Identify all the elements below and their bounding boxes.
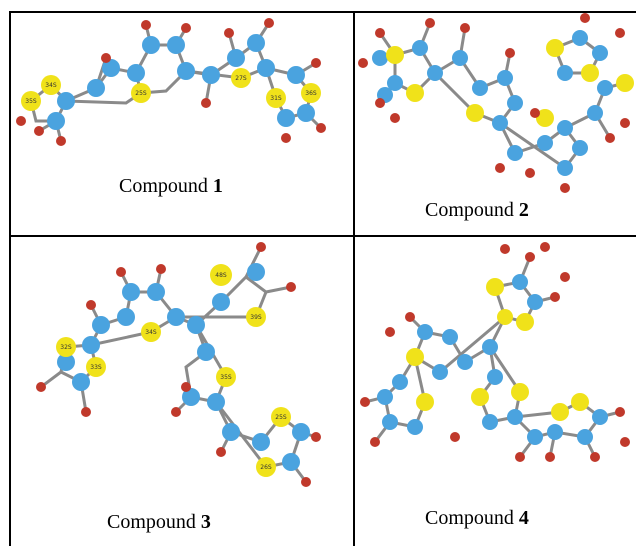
table-border-top-left	[9, 11, 353, 13]
atom-label: 25S	[275, 414, 287, 421]
atom-label: 35S	[25, 98, 37, 105]
atom-label: 35S	[220, 374, 232, 381]
table-border-row-right	[355, 235, 636, 237]
atom-label: 48S	[215, 272, 227, 279]
molecule-compound-1: 34S 35S 25S 27S 36S 31S	[16, 18, 326, 146]
atom-label: 31S	[270, 95, 282, 102]
cell-compound-4: Compound 4	[355, 237, 636, 546]
table-border-row-left	[9, 235, 353, 237]
sulfur-atoms	[21, 68, 321, 111]
cell-compound-2: Compound 2	[355, 13, 636, 235]
cell-compound-3: 48S 39S 34S 32S 33S 35S 25S 26S Compound…	[11, 237, 353, 546]
molecule-compound-3: 48S 39S 34S 32S 33S 35S 25S 26S	[36, 242, 321, 487]
atom-label: 34S	[45, 82, 57, 89]
caption-compound-1: Compound 1	[119, 175, 223, 197]
caption-compound-3: Compound 3	[107, 511, 211, 533]
caption-compound-2: Compound 2	[425, 199, 529, 221]
table-border-top-right	[355, 11, 636, 13]
table-border-middle	[353, 11, 355, 546]
atom-label: 27S	[235, 75, 247, 82]
atom-label: 25S	[135, 90, 147, 97]
carbon-atoms	[47, 34, 315, 130]
cell-compound-1: 34S 35S 25S 27S 36S 31S Compound 1	[11, 13, 353, 235]
atom-label: 33S	[90, 364, 102, 371]
atom-label: 26S	[260, 464, 272, 471]
atom-label: 34S	[145, 329, 157, 336]
atom-label: 36S	[305, 90, 317, 97]
oxygen-atoms	[16, 18, 326, 146]
molecule-compound-4	[360, 242, 630, 462]
atom-label: 32S	[60, 344, 72, 351]
atom-label: 39S	[250, 314, 262, 321]
caption-compound-4: Compound 4	[425, 507, 529, 529]
molecule-compound-2	[358, 13, 634, 193]
table-border-left	[9, 11, 11, 546]
